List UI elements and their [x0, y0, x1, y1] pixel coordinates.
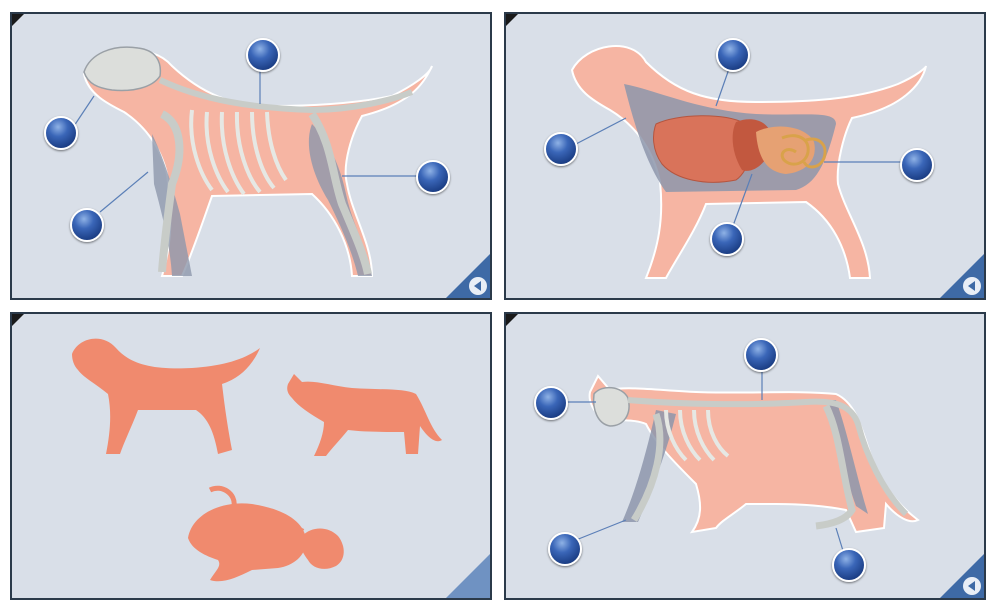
hotspot-front-paw[interactable] — [548, 532, 582, 566]
frog-silhouette — [300, 529, 343, 569]
dog-skull — [84, 47, 160, 90]
hotspot-intestines[interactable] — [900, 148, 934, 182]
turtle-silhouette — [188, 503, 306, 581]
dog-skeleton-panel — [10, 12, 492, 300]
animal-silhouettes — [12, 314, 492, 600]
dog-silhouette — [72, 339, 260, 454]
play-back-icon[interactable] — [940, 554, 984, 598]
corner-decoration — [446, 554, 490, 598]
hotspot-trachea[interactable] — [716, 38, 750, 72]
cat-skeleton-panel — [504, 312, 986, 600]
hotspot-lungs[interactable] — [544, 132, 578, 166]
play-back-icon[interactable] — [446, 254, 490, 298]
hotspot-skull[interactable] — [246, 38, 280, 72]
hotspot-spine[interactable] — [744, 338, 778, 372]
dog-organs-panel — [504, 12, 986, 300]
hotspot-hind-paw[interactable] — [832, 548, 866, 582]
hotspot-jaw[interactable] — [44, 116, 78, 150]
hotspot-hip[interactable] — [416, 160, 450, 194]
silhouettes-panel — [10, 312, 492, 600]
hotspot-heart[interactable] — [710, 222, 744, 256]
cat-skull — [594, 388, 629, 426]
cat-silhouette — [287, 374, 442, 456]
play-back-icon[interactable] — [940, 254, 984, 298]
hotspot-shoulder[interactable] — [70, 208, 104, 242]
hotspot-skull[interactable] — [534, 386, 568, 420]
